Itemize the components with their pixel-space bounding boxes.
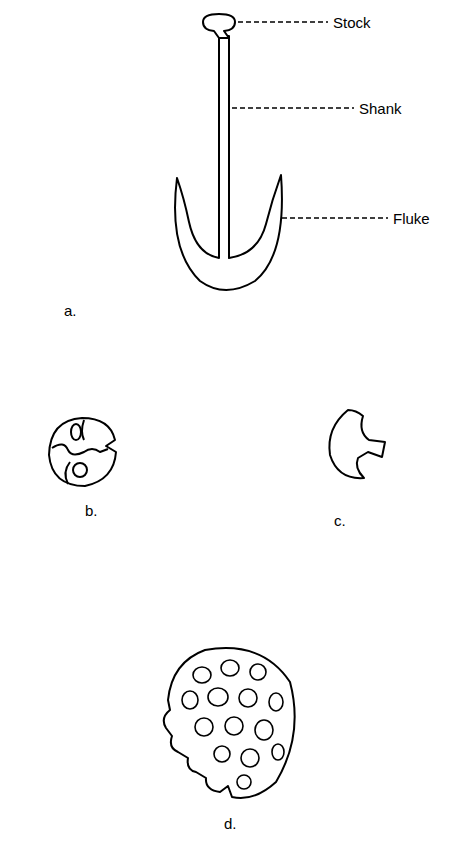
figure-letter: a.: [64, 303, 77, 318]
figure-letter: c.: [334, 513, 346, 528]
leader-line: [232, 107, 354, 109]
leader-line: [282, 217, 388, 219]
perforated-plate-d: [164, 648, 295, 798]
anchor-spicule: [175, 36, 282, 290]
part-name: Shank: [359, 101, 402, 116]
leader-line: [238, 21, 328, 23]
plate-hole: [73, 463, 87, 477]
anchor-stock: [203, 14, 235, 38]
part-name: Stock: [333, 15, 371, 30]
figure-letter: d.: [224, 816, 237, 831]
plate-b-detail: [52, 420, 108, 484]
figure-letter: b.: [85, 503, 98, 518]
plate-holes: [182, 660, 284, 789]
part-name: Fluke: [393, 211, 430, 226]
plate-hole: [71, 424, 81, 440]
anchor-head-c: [329, 410, 385, 478]
plate-b: [49, 418, 116, 486]
